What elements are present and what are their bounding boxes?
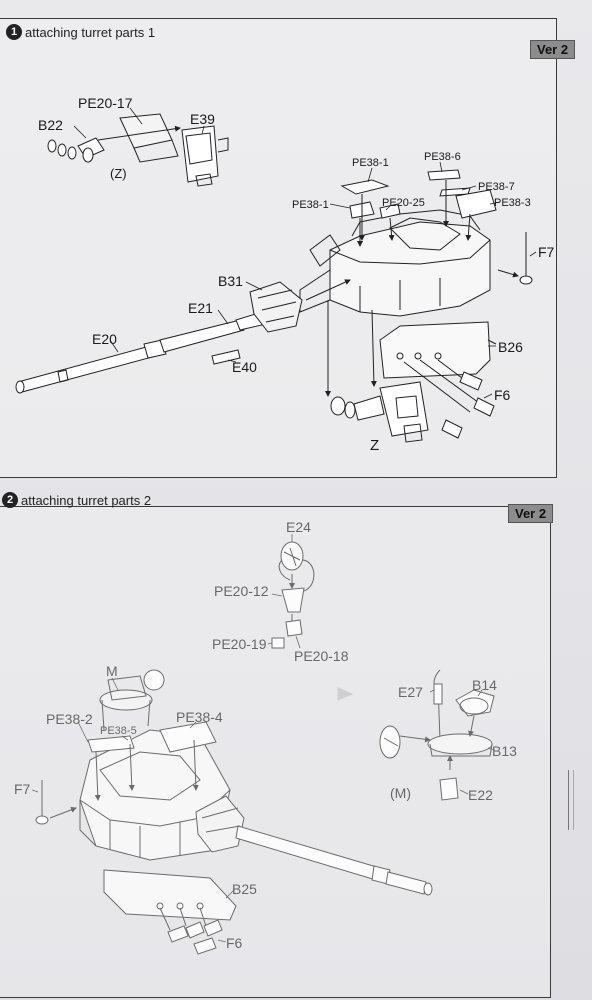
step2-number: 2 xyxy=(2,492,18,508)
step1-part-f6 xyxy=(403,359,495,439)
label-pe20-19: PE20-19 xyxy=(212,636,267,652)
step1-title: attaching turret parts 1 xyxy=(25,24,156,40)
label-m-paren: (M) xyxy=(390,785,411,801)
step1-pe-parts xyxy=(340,169,497,247)
step1-leaders xyxy=(73,107,537,399)
label-pe38-6: PE38-6 xyxy=(424,151,461,163)
label-pe38-1-left: PE38-1 xyxy=(292,199,329,211)
label-pe20-12: PE20-12 xyxy=(214,583,269,599)
label-pe38-3: PE38-3 xyxy=(494,197,531,209)
step1-header: 1 attaching turret parts 1 xyxy=(6,24,155,40)
step2-title: attaching turret parts 2 xyxy=(21,492,152,508)
label-z-paren: (Z) xyxy=(110,166,127,181)
step2-leaders xyxy=(31,534,495,943)
label-pe38-5: PE38-5 xyxy=(100,725,137,737)
label-m: M xyxy=(106,663,118,679)
label-e39: E39 xyxy=(190,111,215,127)
step1-part-b26 xyxy=(379,321,497,379)
step1-part-b22 xyxy=(47,137,105,163)
label-pe38-4: PE38-4 xyxy=(176,709,223,725)
label-b13: B13 xyxy=(492,743,517,759)
step1-version-badge: Ver 2 xyxy=(530,40,576,59)
step2-version-badge: Ver 2 xyxy=(508,504,554,523)
step1-assembly-z xyxy=(325,300,429,443)
step1-part-e39 xyxy=(181,125,229,187)
label-pe20-18: PE20-18 xyxy=(294,648,349,664)
label-b22: B22 xyxy=(38,117,63,133)
step2-gun-barrel xyxy=(195,795,433,896)
label-f6: F6 xyxy=(494,387,511,403)
step1-part-f7 xyxy=(497,232,533,285)
label-pe38-7: PE38-7 xyxy=(478,181,515,193)
label-e27: E27 xyxy=(398,684,423,700)
step2-panel xyxy=(0,506,551,998)
step2-part-b25 xyxy=(103,869,237,931)
page-fold-mark xyxy=(568,770,574,830)
step2-part-pe20-18 xyxy=(285,619,303,637)
label-e20: E20 xyxy=(92,331,117,347)
label-e24: E24 xyxy=(286,519,311,535)
step1-gun-barrel xyxy=(15,279,351,394)
label-z: Z xyxy=(370,437,379,454)
step1-number: 1 xyxy=(6,24,22,40)
step1-turret-body xyxy=(299,209,491,317)
label-b14: B14 xyxy=(472,677,497,693)
label-b25: B25 xyxy=(232,881,257,897)
label-pe20-17: PE20-17 xyxy=(78,95,133,111)
label-pe38-1-top: PE38-1 xyxy=(352,157,389,169)
step2-part-e24 xyxy=(278,541,315,593)
label-f6-2: F6 xyxy=(226,935,243,951)
step2-turret-body xyxy=(79,669,231,861)
label-f7-2: F7 xyxy=(14,781,31,797)
step2-drawing xyxy=(31,534,495,955)
step2-next-arrow xyxy=(337,687,354,701)
step2-part-f6 xyxy=(167,919,223,955)
step2-part-f7 xyxy=(35,780,77,825)
step1-part-pe20-17 xyxy=(97,113,181,163)
label-pe20-25: PE20-25 xyxy=(382,197,425,209)
step2-assembly-m xyxy=(379,669,495,801)
label-e22: E22 xyxy=(468,787,493,803)
label-f7: F7 xyxy=(538,244,555,260)
step1-drawing xyxy=(15,107,537,443)
step2-header: 2 attaching turret parts 2 xyxy=(2,492,151,508)
label-b26: B26 xyxy=(498,339,523,355)
label-pe38-2: PE38-2 xyxy=(46,711,93,727)
label-b31: B31 xyxy=(218,273,243,289)
label-e21: E21 xyxy=(188,300,213,316)
label-e40: E40 xyxy=(232,359,257,375)
